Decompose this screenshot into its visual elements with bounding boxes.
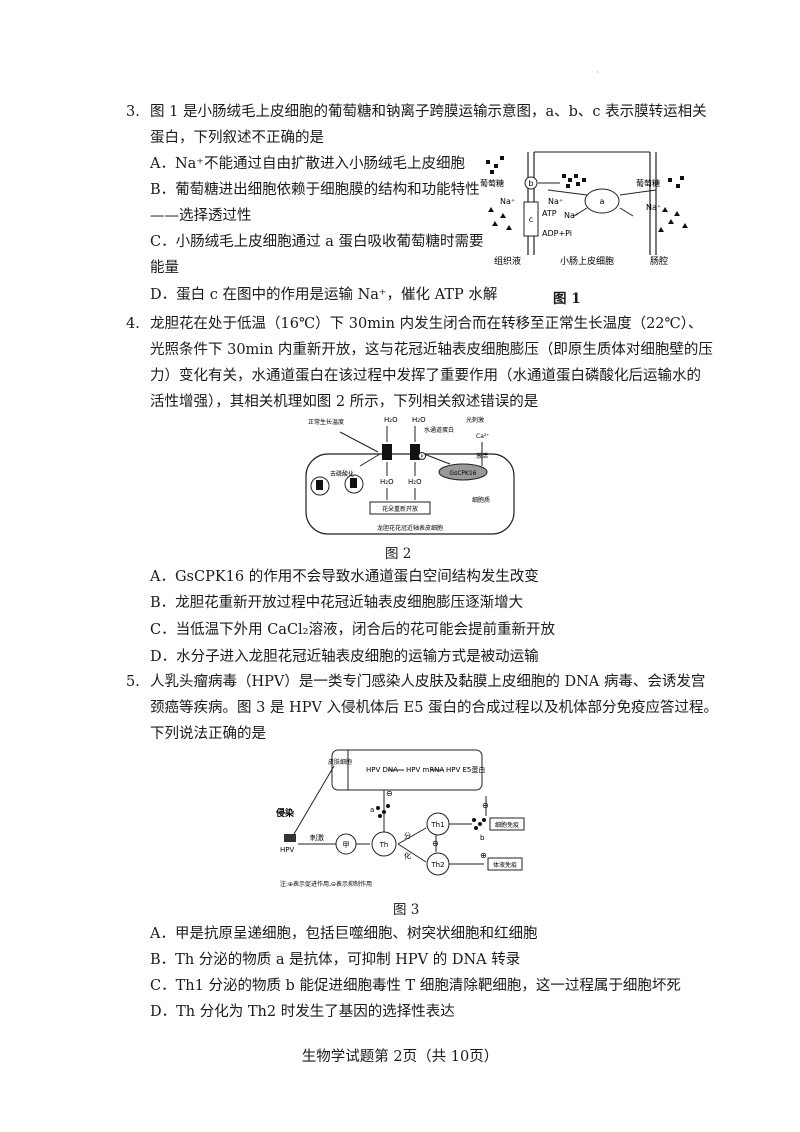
fig3-label-hua: 化 — [404, 851, 411, 860]
fig1-glucose-marks — [486, 156, 684, 188]
fig3-label-a: a — [370, 806, 374, 814]
q5-stem-line-3: 下列说法正确的是 — [150, 726, 266, 742]
fig1-na-marks — [488, 207, 688, 232]
q3-option-d: D．蛋白 c 在图中的作用是运输 Na⁺，催化 ATP 水解 — [150, 287, 498, 303]
fig2-label-reopen: 花朵重新开放 — [382, 505, 418, 513]
fig2-label-h2o-3: H₂O — [380, 478, 394, 486]
fig3-label-fen: 分 — [404, 831, 411, 840]
fig2-label-cellname: 龙胆花花冠近轴表皮细胞 — [377, 524, 443, 532]
fig3-label-stimulate: 刺激 — [310, 833, 324, 842]
fig3-label-hpv-dna: HPV DNA — [366, 766, 398, 774]
fig3-label-skin: 皮肤细胞 — [328, 758, 352, 766]
figure-3-caption: 图 3 — [393, 902, 420, 918]
q5-stem-line-2: 颈癌等疾病。图 3 是 HPV 入侵机体后 E5 蛋白的合成过程以及机体部分免疫… — [150, 700, 719, 716]
q3-option-a: A．Na⁺不能通过自由扩散进入小肠绒毛上皮细胞 — [150, 156, 465, 172]
fig1-label-na-2: Na⁺ — [548, 197, 563, 206]
fig3-label-hpv-mrna: HPV mRNA — [406, 766, 444, 774]
fig2-label-h2o-4: H₂O — [408, 478, 422, 486]
q3-number: 3. — [126, 104, 140, 120]
fig3-plus-1: ⊕ — [480, 851, 487, 860]
fig2-label-vesicle: 去磷酸化 — [330, 470, 354, 478]
q5-stem-line-1: 人乳头瘤病毒（HPV）是一类专门感染人皮肤及黏膜上皮细胞的 DNA 病毒、会诱发… — [150, 674, 706, 690]
fig2-label-temp: 正常生长温度 — [308, 418, 344, 426]
fig2-label-h2o-2: H₂O — [412, 416, 426, 424]
fig1-label-c: c — [529, 215, 533, 224]
header-mark: · — [596, 68, 599, 77]
fig1-label-lumen: 肠腔 — [650, 255, 668, 267]
q5-option-b: B．Th 分泌的物质 a 是抗体，可抑制 HPV 的 DNA 转录 — [150, 952, 521, 968]
fig1-label-tissue: 组织液 — [494, 255, 521, 267]
q4-stem-line-4: 活性增强），其相关机理如图 2 所示，下列相关叙述错误的是 — [150, 394, 539, 410]
fig2-label-aquaporin: 水通道蛋白 — [424, 426, 454, 434]
q3-option-b: B．葡萄糖进出细胞依赖于细胞膜的结构和功能特性 — [150, 182, 480, 198]
figure-1-caption: 图 1 — [553, 291, 581, 307]
q5-option-d: D．Th 分化为 Th2 时发生了基因的选择性表达 — [150, 1004, 455, 1020]
fig1-label-atp: ATP — [542, 209, 557, 218]
fig3-label-hpv-e5: HPV E5蛋白 — [446, 765, 485, 774]
q5-option-a: A．甲是抗原呈递细胞，包括巨噬细胞、树突状细胞和红细胞 — [150, 926, 538, 942]
fig2-label-gscpk: GsCPK16 — [449, 470, 476, 477]
q3-option-c-cont: 能量 — [150, 260, 179, 276]
q4-option-d: D．水分子进入龙胆花冠近轴表皮细胞的运输方式是被动运输 — [150, 649, 539, 665]
q3-option-b-cont: ——选择透过性 — [150, 208, 252, 224]
q4-option-c: C．当低温下外用 CaCl₂溶液，闭合后的花可能会提前重新开放 — [150, 622, 555, 638]
fig3-label-th2: Th2 — [430, 861, 444, 869]
fig2-label-ca: Ca²⁺ — [476, 433, 489, 440]
figure-1-membrane-transport: b c a 葡萄糖 葡萄糖 Na⁺ — [480, 151, 688, 267]
fig2-channel-2 — [410, 444, 420, 460]
q3-stem-line-1: 图 1 是小肠绒毛上皮细胞的葡萄糖和钠离子跨膜运输示意图，a、b、c 表示膜转运… — [150, 104, 707, 120]
fig1-label-a: a — [600, 197, 605, 206]
q3-option-c: C．小肠绒毛上皮细胞通过 a 蛋白吸收葡萄糖时需要 — [150, 234, 484, 250]
q5-number: 5. — [126, 674, 140, 690]
fig1-label-cell: 小肠上皮细胞 — [560, 255, 614, 267]
fig1-label-adp: ADP+Pi — [542, 229, 572, 238]
fig2-label-p: P — [421, 454, 424, 460]
fig3-label-th1: Th1 — [430, 821, 444, 829]
q4-stem-line-3: 力）变化有关，水通道蛋白在该过程中发挥了重要作用（水通道蛋白磷酸化后运输水的 — [150, 368, 701, 384]
q4-number: 4. — [126, 316, 140, 332]
fig1-label-glucose-left: 葡萄糖 — [480, 178, 504, 188]
fig3-note: 注:⊕表示促进作用,⊖表示抑制作用 — [280, 880, 372, 888]
fig3-label-th: Th — [379, 841, 389, 849]
q4-option-a: A．GsCPK16 的作用不会导致水通道蛋白空间结构发生改变 — [150, 569, 539, 585]
fig3-label-cell-immunity: 细胞免疫 — [495, 821, 519, 829]
fig1-label-na-3: Na⁺ — [564, 211, 579, 220]
figure-2-aquaporin-mechanism: 正常生长温度 H₂O H₂O 水通道蛋白 光刺激 Ca²⁺ 激活 H₂O H₂O… — [305, 416, 515, 535]
fig2-label-h2o-1: H₂O — [384, 416, 398, 424]
fig2-channel-1 — [382, 444, 392, 460]
q3-stem-line-2: 蛋白，下列叙述不正确的是 — [150, 130, 324, 146]
q5-option-c: C．Th1 分泌的物质 b 能促进细胞毒性 T 细胞清除靶细胞，这一过程属于细胞… — [150, 978, 681, 994]
fig1-label-b: b — [528, 179, 533, 188]
fig1-label-glucose-right: 葡萄糖 — [636, 178, 660, 188]
fig3-label-infect: 侵染 — [276, 807, 295, 819]
fig3-label-hpv: HPV — [280, 846, 294, 854]
fig1-label-na-1: Na⁺ — [500, 197, 515, 206]
q4-stem-line-2: 光照条件下 30min 内重新开放，这与花冠近轴表皮细胞膨压（即原生质体对细胞壁… — [150, 342, 713, 358]
q4-stem-line-1: 龙胆花在处于低温（16℃）下 30min 内发生闭合而在转移至正常生长温度（22… — [150, 316, 703, 332]
fig2-label-light: 光刺激 — [466, 416, 484, 424]
fig3-label-jia: 甲 — [343, 841, 350, 849]
page-footer: 生物学试题第 2页（共 10页） — [301, 1049, 499, 1065]
fig3-label-b: b — [480, 834, 485, 842]
figure-2-caption: 图 2 — [385, 546, 412, 562]
fig3-minus-1: ⊖ — [386, 789, 393, 798]
fig3-label-humoral: 体液免疫 — [493, 861, 517, 869]
fig1-label-na-4: Na⁺ — [646, 203, 661, 212]
figure-3-hpv-immune-response: 皮肤细胞 HPV DNA HPV mRNA HPV E5蛋白 侵染 刺激 HPV… — [276, 749, 525, 888]
fig3-substance-dots — [376, 804, 486, 830]
fig3-minus-3: ⊖ — [432, 839, 439, 848]
fig2-label-vacuole: 细胞质 — [472, 496, 490, 504]
q4-option-b: B．龙胆花重新开放过程中花冠近轴表皮细胞膨压逐渐增大 — [150, 595, 524, 611]
fig3-minus-2: ⊖ — [482, 801, 489, 810]
